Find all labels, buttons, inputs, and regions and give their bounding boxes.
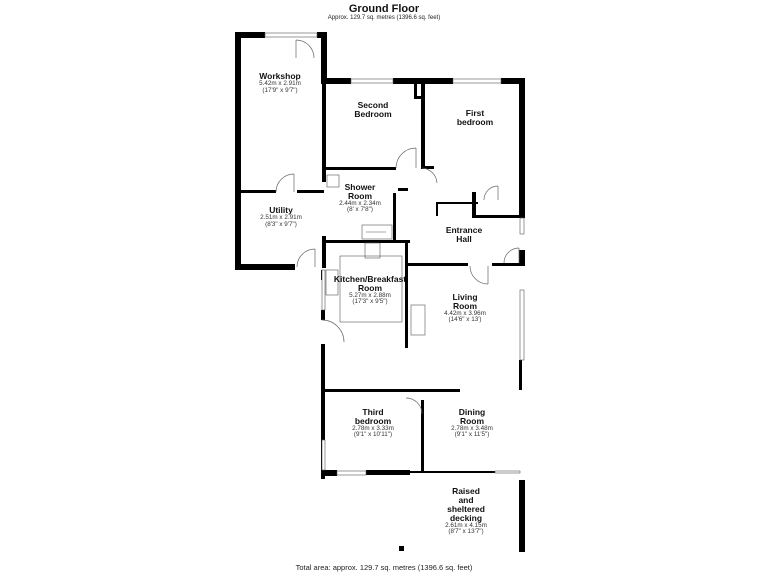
room-metric: 2.51m x 2.91m xyxy=(260,213,302,221)
room-third-bedroom: Third bedroom 2.78m x 3.33m (9'1" x 10'1… xyxy=(337,408,409,439)
room-metric: 2.61m x 4.15m xyxy=(445,521,487,529)
room-imperial: (14'6" x 13') xyxy=(448,316,482,324)
room-metric: 5.42m x 2.91m xyxy=(259,79,301,87)
room-name: Room xyxy=(452,300,478,311)
room-name: Room xyxy=(357,282,383,293)
room-imperial: (17'9" x 9'7") xyxy=(262,86,298,94)
room-name: Room xyxy=(459,415,485,426)
room-metric: 5.27m x 2.88m xyxy=(349,291,391,299)
room-decking: Raised and sheltered decking 2.61m x 4.1… xyxy=(436,487,496,536)
room-name: decking xyxy=(449,512,483,523)
room-second-bedroom: Second Bedroom xyxy=(330,101,416,119)
fixtures xyxy=(325,174,426,336)
room-workshop: Workshop 5.42m x 2.91m (17'9" x 9'7") xyxy=(237,72,323,94)
room-metric: 2.78m x 3.48m xyxy=(451,424,493,432)
room-utility: Utility 2.51m x 2.91m (8'3" x 9'7") xyxy=(240,206,322,228)
room-name: First xyxy=(465,108,485,118)
total-area-footer: Total area: approx. 129.7 sq. metres (13… xyxy=(295,563,473,572)
floor-title: Ground Floor xyxy=(348,3,420,15)
room-name: Bedroom xyxy=(354,108,392,119)
room-first-bedroom: First bedroom xyxy=(430,109,520,127)
room-name: Dining xyxy=(458,407,486,417)
room-imperial: (8' x 7'8") xyxy=(347,206,373,214)
room-metric: 4.42m x 3.96m xyxy=(444,309,486,317)
door-swings xyxy=(275,39,520,415)
room-name: Utility xyxy=(269,205,293,215)
room-name: Entrance xyxy=(445,225,483,235)
room-name: Second xyxy=(357,100,389,110)
room-imperial: (9'1" x 11'5") xyxy=(454,431,490,439)
room-name: Living xyxy=(452,292,478,302)
room-living-room: Living Room 4.42m x 3.96m (14'6" x 13') xyxy=(430,293,500,324)
room-name: Workshop xyxy=(259,71,301,81)
room-name: bedroom xyxy=(456,116,494,127)
windows xyxy=(264,32,525,476)
room-name: Third xyxy=(362,407,384,417)
room-imperial: (9'1" x 10'11") xyxy=(353,431,393,439)
floor-area-subtitle: Approx. 129.7 sq. metres (1396.6 sq. fee… xyxy=(327,15,441,21)
room-metric: 2.44m x 2.34m xyxy=(339,199,381,207)
room-imperial: (8'7" x 13'7") xyxy=(448,528,484,536)
room-kitchen-breakfast: Kitchen/Breakfast Room 5.27m x 2.88m (17… xyxy=(328,275,412,306)
room-name: Hall xyxy=(456,233,472,244)
room-name: Room xyxy=(347,190,373,201)
room-imperial: (8'3" x 9'7") xyxy=(265,220,297,228)
room-name: and xyxy=(458,494,474,505)
room-name: Shower xyxy=(344,182,376,192)
room-shower-room: Shower Room 2.44m x 2.34m (8' x 7'8") xyxy=(330,183,390,214)
room-name: Raised xyxy=(452,486,480,496)
room-name: bedroom xyxy=(354,415,392,426)
room-name: Kitchen/Breakfast xyxy=(333,274,407,284)
room-imperial: (17'3" x 9'5") xyxy=(352,298,388,306)
room-entrance-hall: Entrance Hall xyxy=(434,226,494,244)
room-metric: 2.78m x 3.33m xyxy=(352,424,394,432)
room-name: sheltered xyxy=(447,503,485,514)
room-dining-room: Dining Room 2.78m x 3.48m (9'1" x 11'5") xyxy=(436,408,508,439)
